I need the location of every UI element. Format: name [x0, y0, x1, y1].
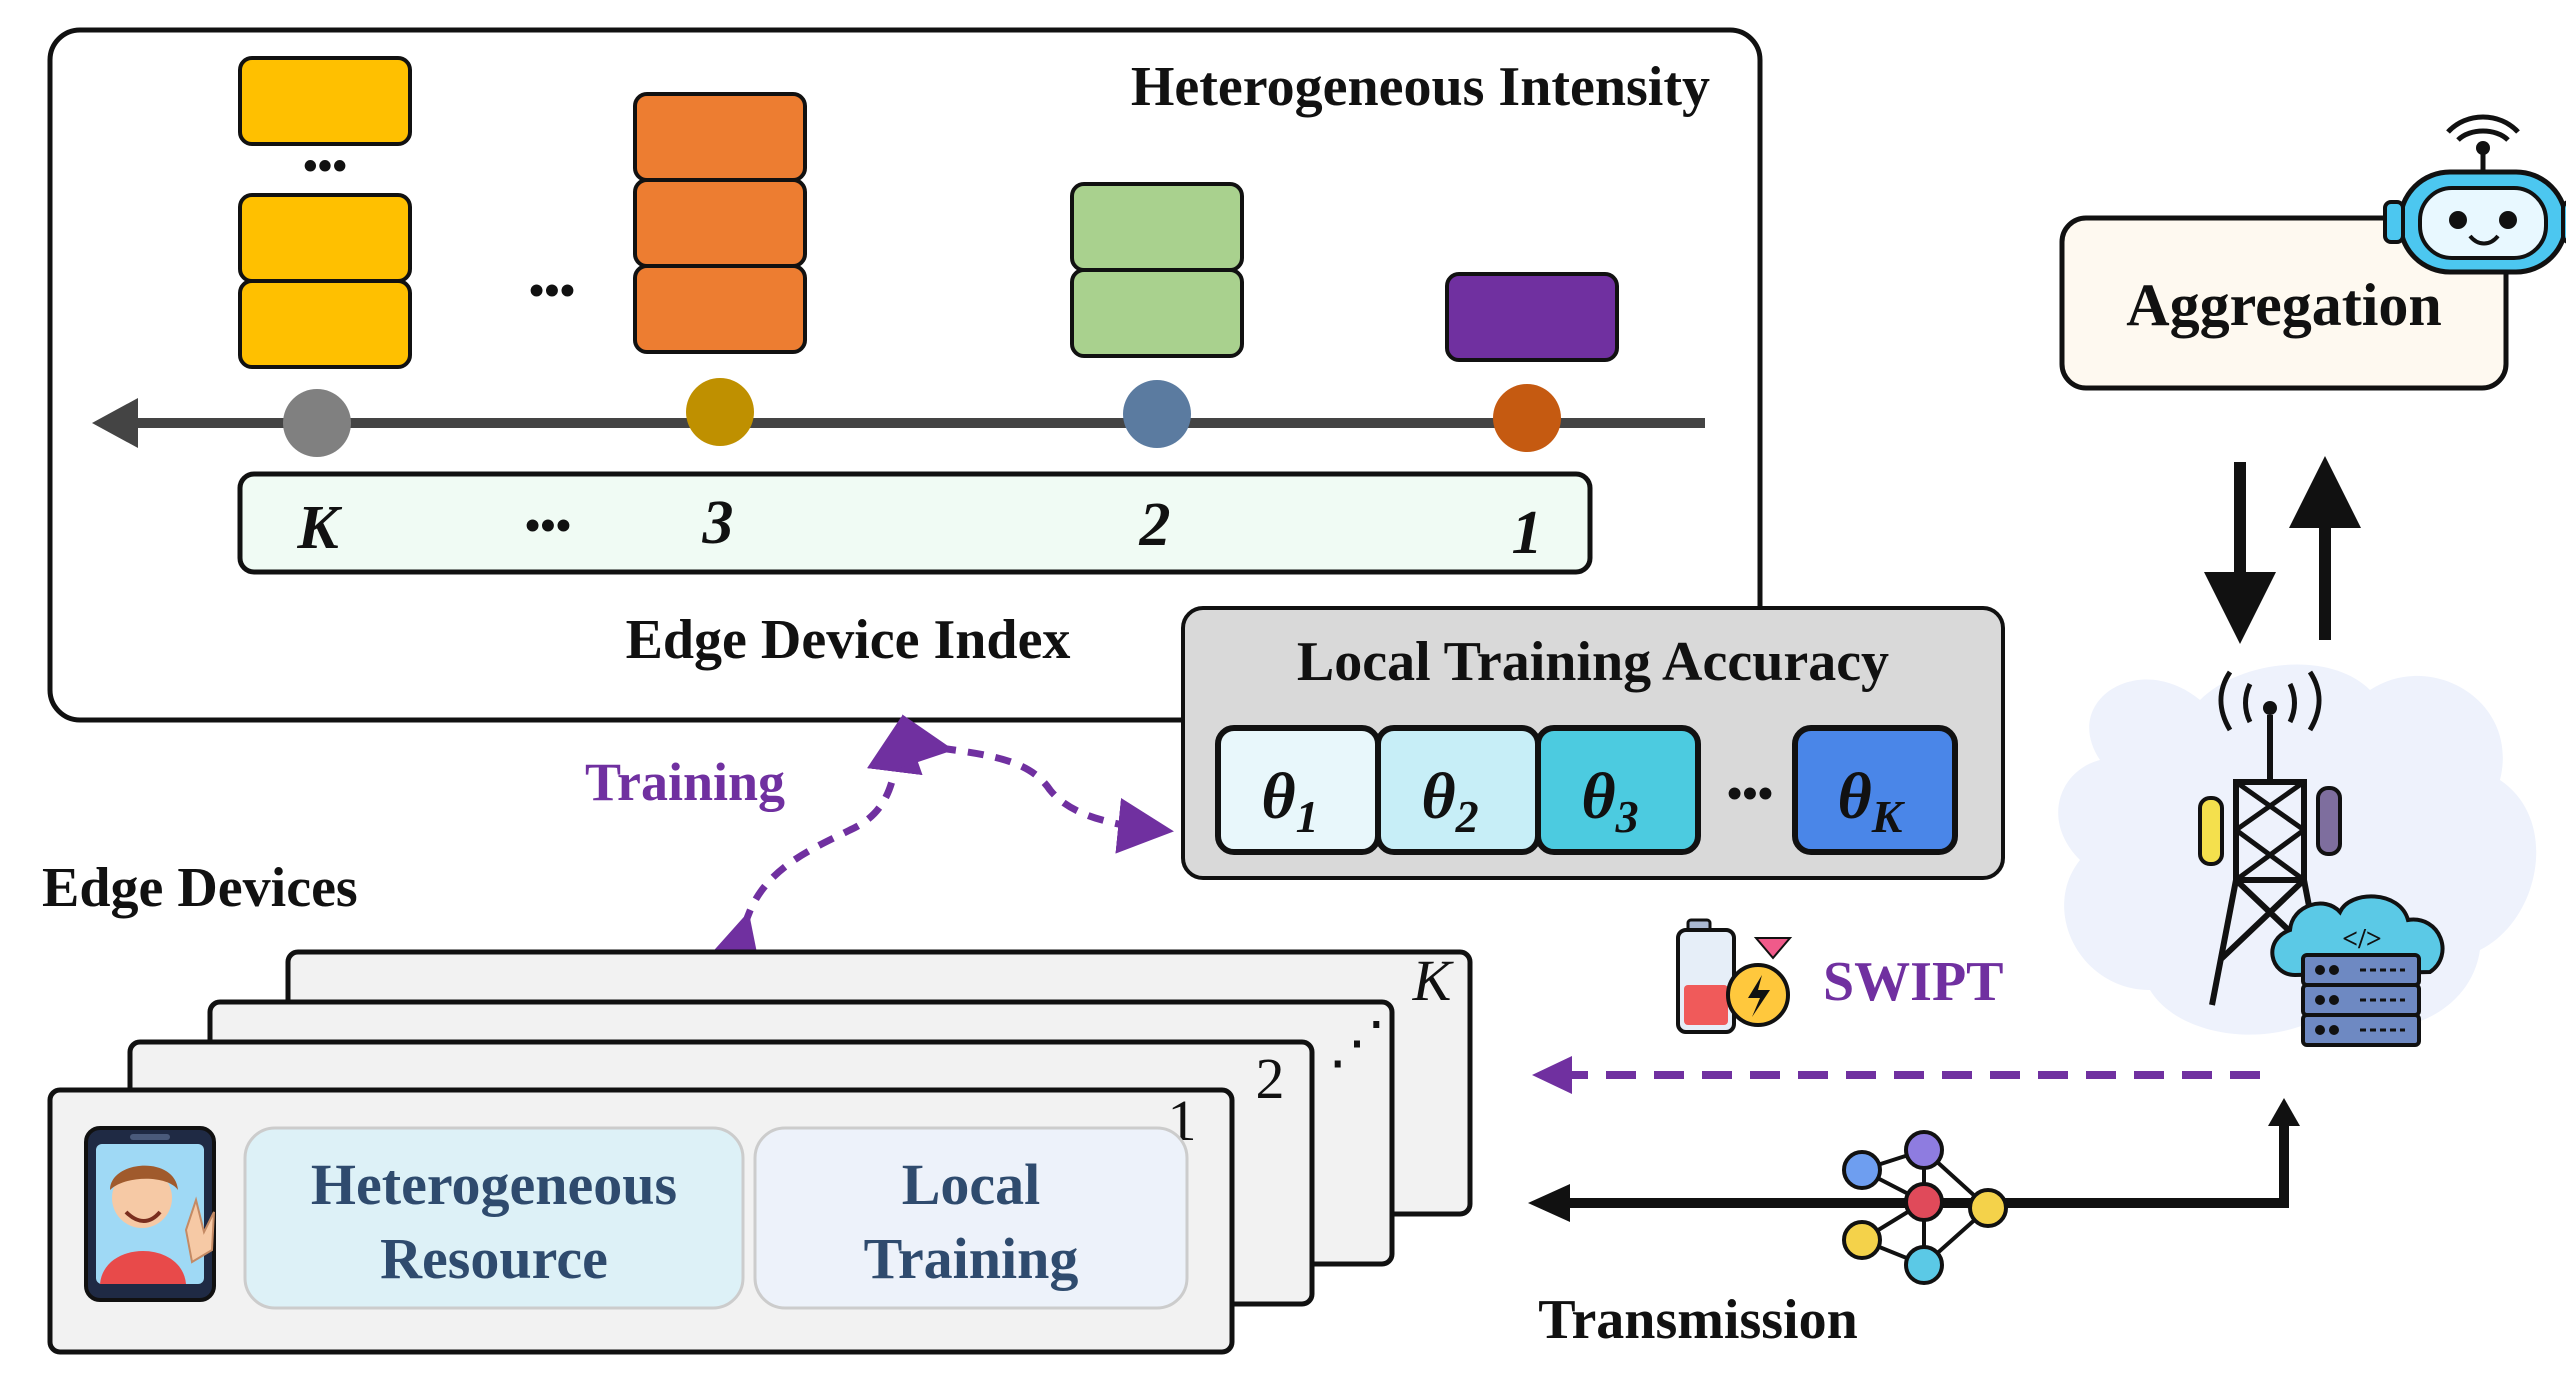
bar-block	[238, 56, 412, 146]
local-training-line1: Local	[902, 1152, 1041, 1217]
transmission-arrowhead-left	[1528, 1184, 1570, 1222]
svg-text:θK: θK	[1838, 760, 1906, 842]
axis-dot-2	[1123, 380, 1191, 448]
svg-text:θ1: θ1	[1261, 760, 1318, 842]
local-training-line2: Training	[864, 1226, 1079, 1291]
index-label-1: 1	[1512, 499, 1543, 567]
transmission-line	[1560, 1120, 2289, 1208]
theta-2-box: θ2	[1375, 725, 1541, 855]
accuracy-panel: Local Training Accuracy θ1 θ2 θ3 ••• θK	[1181, 606, 2005, 880]
stack-device-2	[1070, 182, 1244, 358]
transmission-label: Transmission	[1538, 1289, 1857, 1351]
theta-symbol: θ	[1421, 760, 1455, 833]
bar-block	[633, 178, 807, 268]
phone-avatar-icon	[84, 1126, 216, 1302]
index-bar	[237, 471, 1593, 575]
stack-device-k: •••	[238, 56, 412, 369]
theta-subscript: 1	[1296, 791, 1319, 842]
bar-block	[238, 279, 412, 369]
svg-text:θ2: θ2	[1421, 760, 1478, 842]
resource-box-line1: Heterogeneous	[311, 1152, 677, 1217]
neural-network-icon	[1842, 1130, 2008, 1285]
svg-text:θ3: θ3	[1581, 760, 1638, 842]
theta-subscript: 2	[1455, 791, 1479, 842]
axis-label: Edge Device Index	[626, 609, 1071, 671]
swipt-arrowhead	[1532, 1056, 1572, 1094]
bar-block	[1445, 272, 1619, 362]
aggregation-box: Aggregation	[2059, 215, 2509, 391]
accuracy-title: Local Training Accuracy	[1297, 631, 1889, 693]
theta-subscript: 3	[1615, 791, 1639, 842]
index-label-k: K	[296, 494, 342, 562]
server-cloud-blob	[2058, 664, 2537, 1035]
theta-subscript: K	[1871, 791, 1906, 842]
edge-devices-title: Edge Devices	[42, 857, 358, 919]
stack-device-1	[1445, 272, 1619, 362]
stack-ellipsis: •••	[303, 144, 347, 190]
device-card-stack: K ⋰ 2 1 Heterogeneous Resource Local Tra…	[47, 948, 1473, 1355]
index-label-2: 2	[1139, 491, 1171, 559]
theta-symbol: θ	[1838, 760, 1872, 833]
theta-3-box: θ3	[1535, 725, 1701, 855]
robot-icon	[2383, 114, 2566, 275]
aggregation-label: Aggregation	[2126, 272, 2442, 338]
axis-dot-k	[283, 389, 351, 457]
card-label-2: 2	[1256, 1046, 1285, 1111]
training-label: Training	[585, 752, 785, 812]
theta-symbol: θ	[1581, 760, 1615, 833]
between-ellipsis: •••	[529, 266, 575, 315]
theta-symbol: θ	[1261, 760, 1295, 833]
bar-block	[238, 193, 412, 283]
training-arrow-side	[894, 714, 1174, 854]
theta-1-box: θ1	[1215, 725, 1381, 855]
intensity-title: Heterogeneous Intensity	[1131, 56, 1710, 118]
bar-block	[1070, 182, 1244, 272]
theta-k-box: θK	[1792, 725, 1958, 855]
axis-dot-1	[1493, 384, 1561, 452]
axis-dot-3	[686, 378, 754, 446]
swipt-label: SWIPT	[1823, 951, 2004, 1013]
theta-ellipsis: •••	[1727, 769, 1773, 818]
card-label-k: K	[1412, 948, 1455, 1013]
index-label-3: 3	[702, 489, 734, 557]
card-label-dots: ⋰	[1328, 1010, 1386, 1075]
svg-text:</>: </>	[2342, 924, 2382, 955]
bar-block	[633, 264, 807, 354]
resource-box: Heterogeneous Resource	[243, 1126, 745, 1310]
cloud-server-icon: </>	[2270, 894, 2445, 1047]
index-ellipsis: •••	[525, 501, 571, 550]
local-training-box: Local Training	[753, 1126, 1189, 1310]
battery-icon	[1676, 918, 1793, 1034]
transmission-arrowhead-up	[2268, 1098, 2300, 1126]
bar-block	[1070, 268, 1244, 358]
stack-device-3	[633, 92, 807, 354]
intensity-panel: Heterogeneous Intensity ••• •••	[47, 27, 1763, 723]
bar-block	[633, 92, 807, 182]
axis-arrowhead	[92, 398, 138, 448]
resource-box-line2: Resource	[380, 1226, 608, 1291]
